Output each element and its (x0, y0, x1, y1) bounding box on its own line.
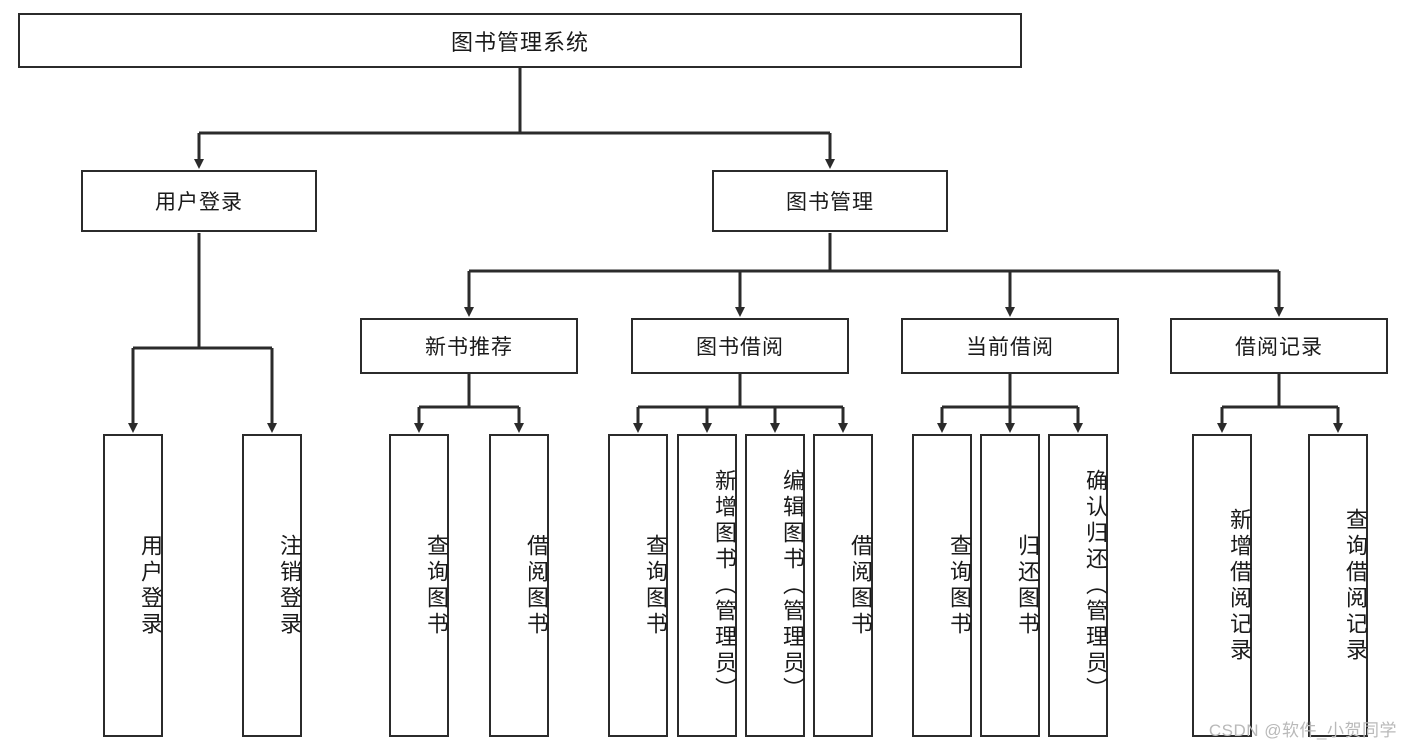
node-leaf-query-book-1[interactable]: 查询图书 (389, 434, 449, 737)
node-root[interactable]: 图书管理系统 (18, 13, 1022, 68)
node-leaf-borrow-book-2[interactable]: 借阅图书 (813, 434, 873, 737)
node-borrow-record[interactable]: 借阅记录 (1170, 318, 1388, 374)
node-root-label: 图书管理系统 (450, 29, 589, 55)
node-book-manage-label: 图书管理 (786, 191, 874, 214)
node-leaf-logout-login-label: 注销登录 (277, 533, 302, 638)
node-leaf-add-book-label: 新增图书（管理员） (712, 468, 737, 703)
node-leaf-logout-login[interactable]: 注销登录 (242, 434, 302, 737)
node-leaf-confirm-return-label: 确认归还（管理员） (1083, 468, 1108, 703)
node-leaf-borrow-book-2-label: 借阅图书 (848, 533, 873, 638)
node-book-borrow-label: 图书借阅 (696, 336, 784, 359)
node-leaf-query-book-2-label: 查询图书 (643, 533, 668, 638)
node-leaf-query-book-1-label: 查询图书 (424, 533, 449, 638)
node-book-manage[interactable]: 图书管理 (712, 170, 948, 232)
node-leaf-query-record-label: 查询借阅记录 (1343, 507, 1368, 664)
node-leaf-query-book-2[interactable]: 查询图书 (608, 434, 668, 737)
node-leaf-confirm-return[interactable]: 确认归还（管理员） (1048, 434, 1108, 737)
node-current-borrow[interactable]: 当前借阅 (901, 318, 1119, 374)
csdn-watermark: CSDN @软件_小贺同学 (1208, 721, 1397, 740)
node-borrow-record-label: 借阅记录 (1235, 336, 1323, 359)
node-leaf-return-book-label: 归还图书 (1015, 533, 1040, 638)
node-leaf-edit-book[interactable]: 编辑图书（管理员） (745, 434, 805, 737)
node-new-book-recommend-label: 新书推荐 (425, 336, 513, 359)
node-leaf-add-book[interactable]: 新增图书（管理员） (677, 434, 737, 737)
node-leaf-borrow-book-1[interactable]: 借阅图书 (489, 434, 549, 737)
node-user-login[interactable]: 用户登录 (81, 170, 317, 232)
node-leaf-borrow-book-1-label: 借阅图书 (524, 533, 549, 638)
node-user-login-label: 用户登录 (155, 191, 243, 214)
node-leaf-add-record-label: 新增借阅记录 (1227, 507, 1252, 664)
node-leaf-user-login-label: 用户登录 (138, 533, 163, 638)
node-new-book-recommend[interactable]: 新书推荐 (360, 318, 578, 374)
node-current-borrow-label: 当前借阅 (966, 336, 1054, 359)
node-leaf-edit-book-label: 编辑图书（管理员） (780, 468, 805, 703)
node-leaf-add-record[interactable]: 新增借阅记录 (1192, 434, 1252, 737)
node-leaf-query-book-3-label: 查询图书 (947, 533, 972, 638)
node-leaf-return-book[interactable]: 归还图书 (980, 434, 1040, 737)
node-book-borrow[interactable]: 图书借阅 (631, 318, 849, 374)
node-leaf-query-record[interactable]: 查询借阅记录 (1308, 434, 1368, 737)
node-leaf-query-book-3[interactable]: 查询图书 (912, 434, 972, 737)
node-leaf-user-login[interactable]: 用户登录 (103, 434, 163, 737)
